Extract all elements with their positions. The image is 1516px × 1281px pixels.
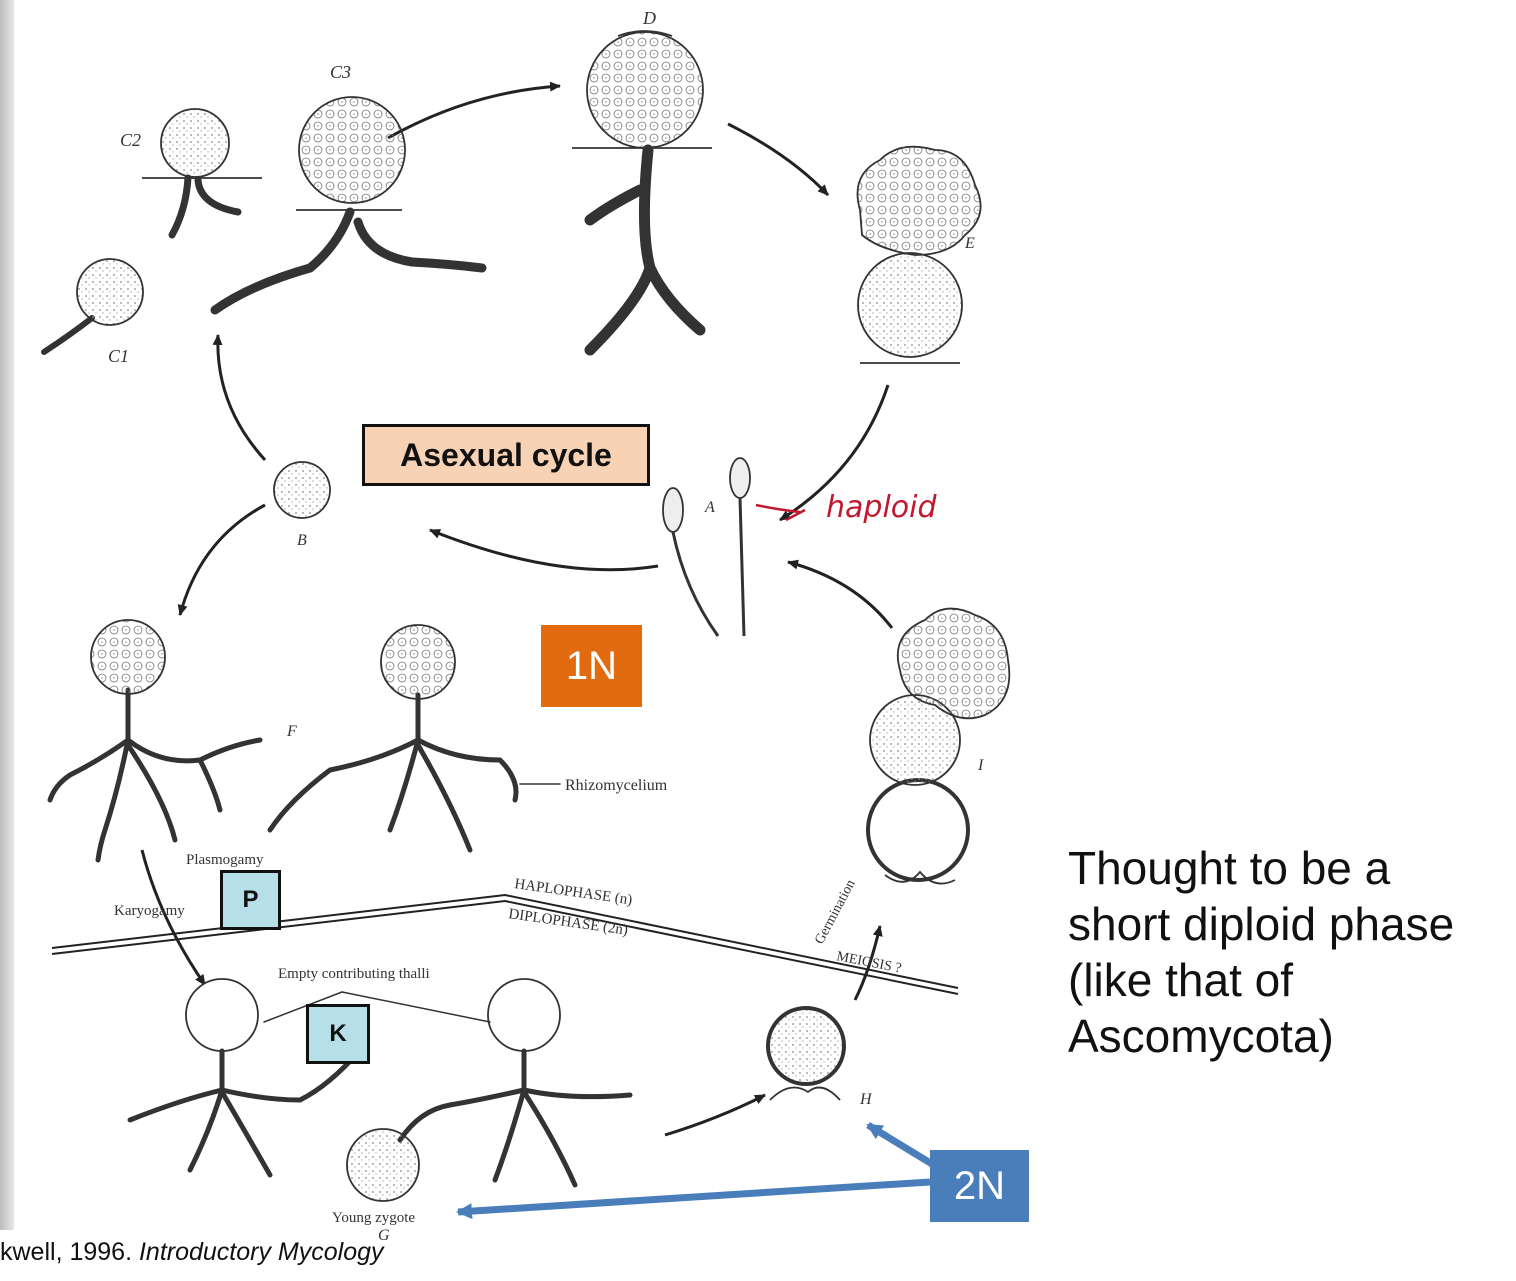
phase-boundary [51,893,959,995]
label-i: I [977,757,984,774]
asexual-cycle-label: Asexual cycle [362,424,650,486]
label-d: D [642,8,656,28]
book-page-edge [0,0,14,1230]
stage-e-discharge [856,145,982,364]
label-g: G [378,1227,390,1244]
cycle-arrows [140,81,894,1137]
note-line: (like that of [1068,954,1293,1006]
label-germination: Germination [812,877,858,947]
diploid-phase-note: Thought to be a short diploid phase (lik… [1068,840,1508,1064]
label-diplophase: DIPLOPHASE (2n) [507,906,628,939]
label-empty-thalli: Empty contributing thalli [278,966,430,982]
label-b: B [297,532,307,549]
haploid-annotation: haploid [826,490,937,525]
karyogamy-marker: K [306,1004,370,1064]
stage-h-resting-spore [766,1006,846,1101]
2n-arrows [456,1122,934,1220]
stage-i-germination [866,607,1011,885]
haploid-pointer [755,503,806,522]
label-young-zygote: Young zygote [332,1210,415,1226]
note-line: Ascomycota) [1068,1010,1334,1062]
citation-prefix: kwell, 1996. [0,1238,139,1266]
stage-g-zygote [127,978,633,1202]
stage-d-sporangium [572,30,712,356]
label-c3: C3 [330,62,351,82]
citation: kwell, 1996. Introductory Mycology [0,1238,384,1267]
label-meiosis: MEIOSIS ? [835,949,902,976]
stage-a-zoospores [662,457,751,637]
stage-c3 [210,96,487,315]
1n-label: 1N [541,625,642,707]
label-h: H [859,1091,873,1108]
citation-title: Introductory Mycology [138,1238,384,1266]
note-line: short diploid phase [1068,898,1455,950]
note-line: Thought to be a [1068,842,1391,894]
stage-c1-zoospore [41,258,144,355]
stage-b-cyst [273,461,331,519]
label-c1: C1 [108,346,129,366]
label-a: A [704,499,715,516]
label-f: F [286,723,297,740]
2n-label: 2N [930,1150,1029,1222]
label-rhizomycelium: Rhizomycelium [565,777,668,794]
plasmogamy-marker: P [220,870,281,930]
stage-c2 [142,108,262,239]
stage-f-thalli [47,619,561,863]
label-c2: C2 [120,130,141,150]
label-karyogamy: Karyogamy [114,903,185,919]
label-e: E [964,235,975,252]
label-plasmogamy: Plasmogamy [186,852,264,868]
label-haplophase: HAPLOPHASE (n) [513,876,633,908]
